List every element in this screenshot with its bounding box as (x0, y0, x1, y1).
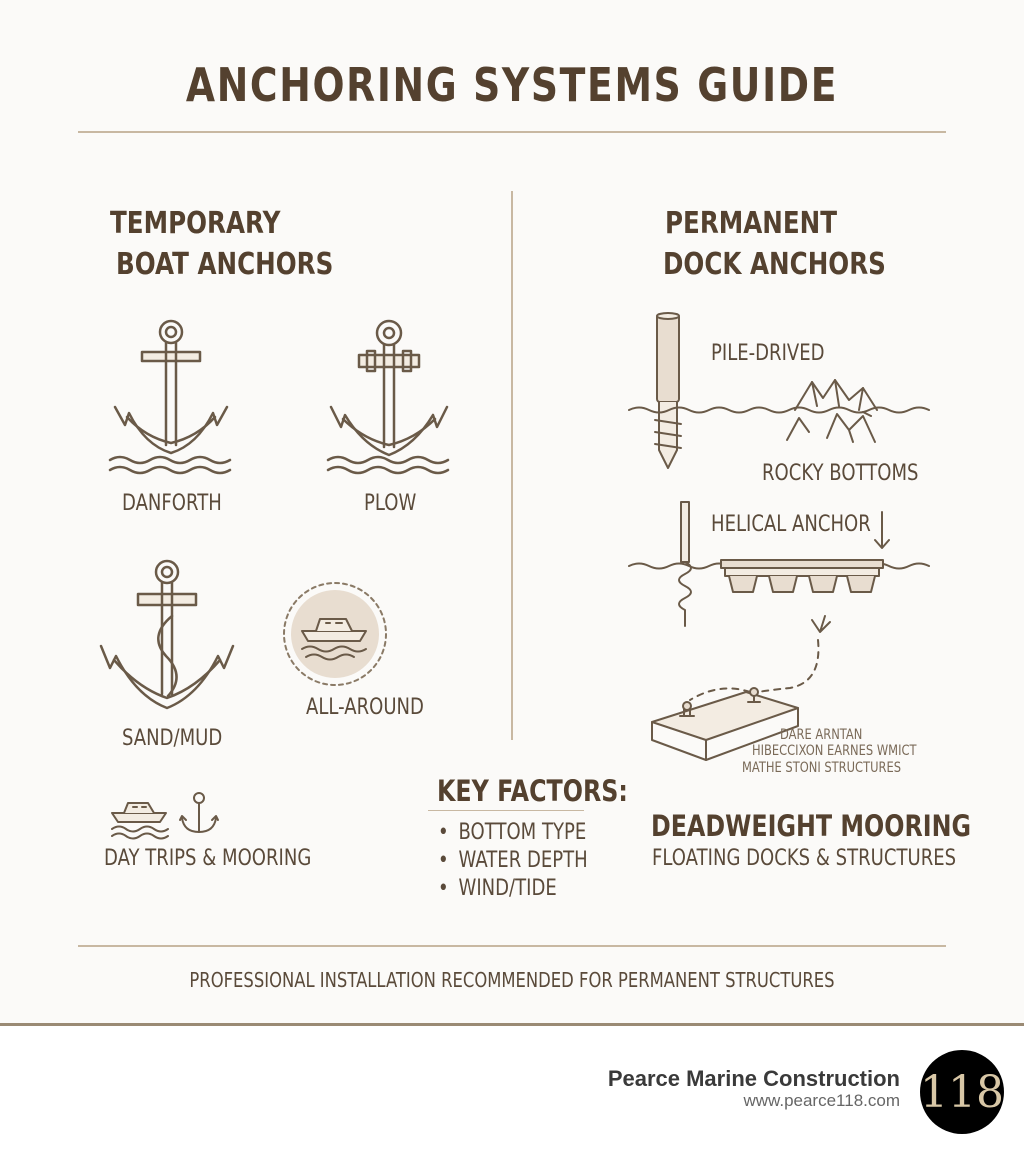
infographic-poster: ANCHORING SYSTEMS GUIDE TEMPORARY BOAT A… (0, 0, 1024, 1025)
sand-mud-anchor-icon (99, 559, 235, 710)
brand-name: Pearce Marine Construction (607, 1066, 900, 1091)
day-trips-label: DAY TRIPS & MOORING (104, 846, 312, 871)
permanent-heading-line1: PERMANENT (665, 206, 838, 241)
key-factors-list: BOTTOM TYPE WATER DEPTH WIND/TIDE (438, 820, 588, 904)
helical-anchor-label: HELICAL ANCHOR (711, 512, 871, 537)
deadweight-mooring-subtitle: FLOATING DOCKS & STRUCTURES (652, 846, 957, 871)
installation-note: PROFESSIONAL INSTALLATION RECOMMENDED FO… (189, 968, 835, 992)
footer-band (0, 1023, 1024, 1026)
pile-driven-rocky-scene-icon (628, 312, 930, 469)
page-title: ANCHORING SYSTEMS GUIDE (185, 58, 839, 112)
danforth-anchor-icon (108, 319, 232, 475)
boat-icon (111, 802, 169, 840)
all-around-boat-badge-icon (283, 582, 387, 686)
brand-logo: 118 (920, 1050, 1004, 1134)
anchor-label-plow: PLOW (364, 491, 417, 516)
key-factor-item: WATER DEPTH (438, 848, 587, 876)
block-caption-line-3: MATHE STONI STRUCTURES (742, 760, 902, 776)
key-factors-underline (428, 810, 584, 811)
footer-divider (78, 945, 946, 947)
deadweight-block-icon (651, 615, 831, 761)
temporary-heading-line1: TEMPORARY (110, 206, 281, 241)
small-anchor-icon (179, 792, 219, 833)
anchor-label-danforth: DANFORTH (122, 491, 222, 516)
anchor-label-all-around: ALL-AROUND (306, 695, 424, 720)
helical-anchor-dock-icon (628, 501, 930, 627)
temporary-heading-line2: BOAT ANCHORS (116, 247, 334, 282)
title-divider (78, 131, 946, 133)
permanent-heading-line2: DOCK ANCHORS (663, 247, 886, 282)
brand-url[interactable]: www.pearce118.com (743, 1091, 900, 1110)
deadweight-mooring-heading: DEADWEIGHT MOORING (651, 809, 972, 843)
brand-logo-text: 118 (920, 1066, 1004, 1118)
column-divider (511, 191, 513, 740)
block-caption-line-1: DARE ARNTAN (780, 727, 863, 743)
block-caption-line-2: HIBECCIXON EARNES WMICT (752, 743, 917, 759)
key-factor-item: BOTTOM TYPE (438, 820, 588, 848)
pile-driven-label: PILE-DRIVED (711, 341, 825, 366)
key-factors-heading: KEY FACTORS: (437, 774, 628, 808)
plow-anchor-icon (326, 319, 450, 475)
rocky-bottoms-label: ROCKY BOTTOMS (762, 461, 919, 486)
anchor-label-sand-mud: SAND/MUD (122, 726, 223, 751)
key-factor-item: WIND/TIDE (438, 876, 588, 904)
